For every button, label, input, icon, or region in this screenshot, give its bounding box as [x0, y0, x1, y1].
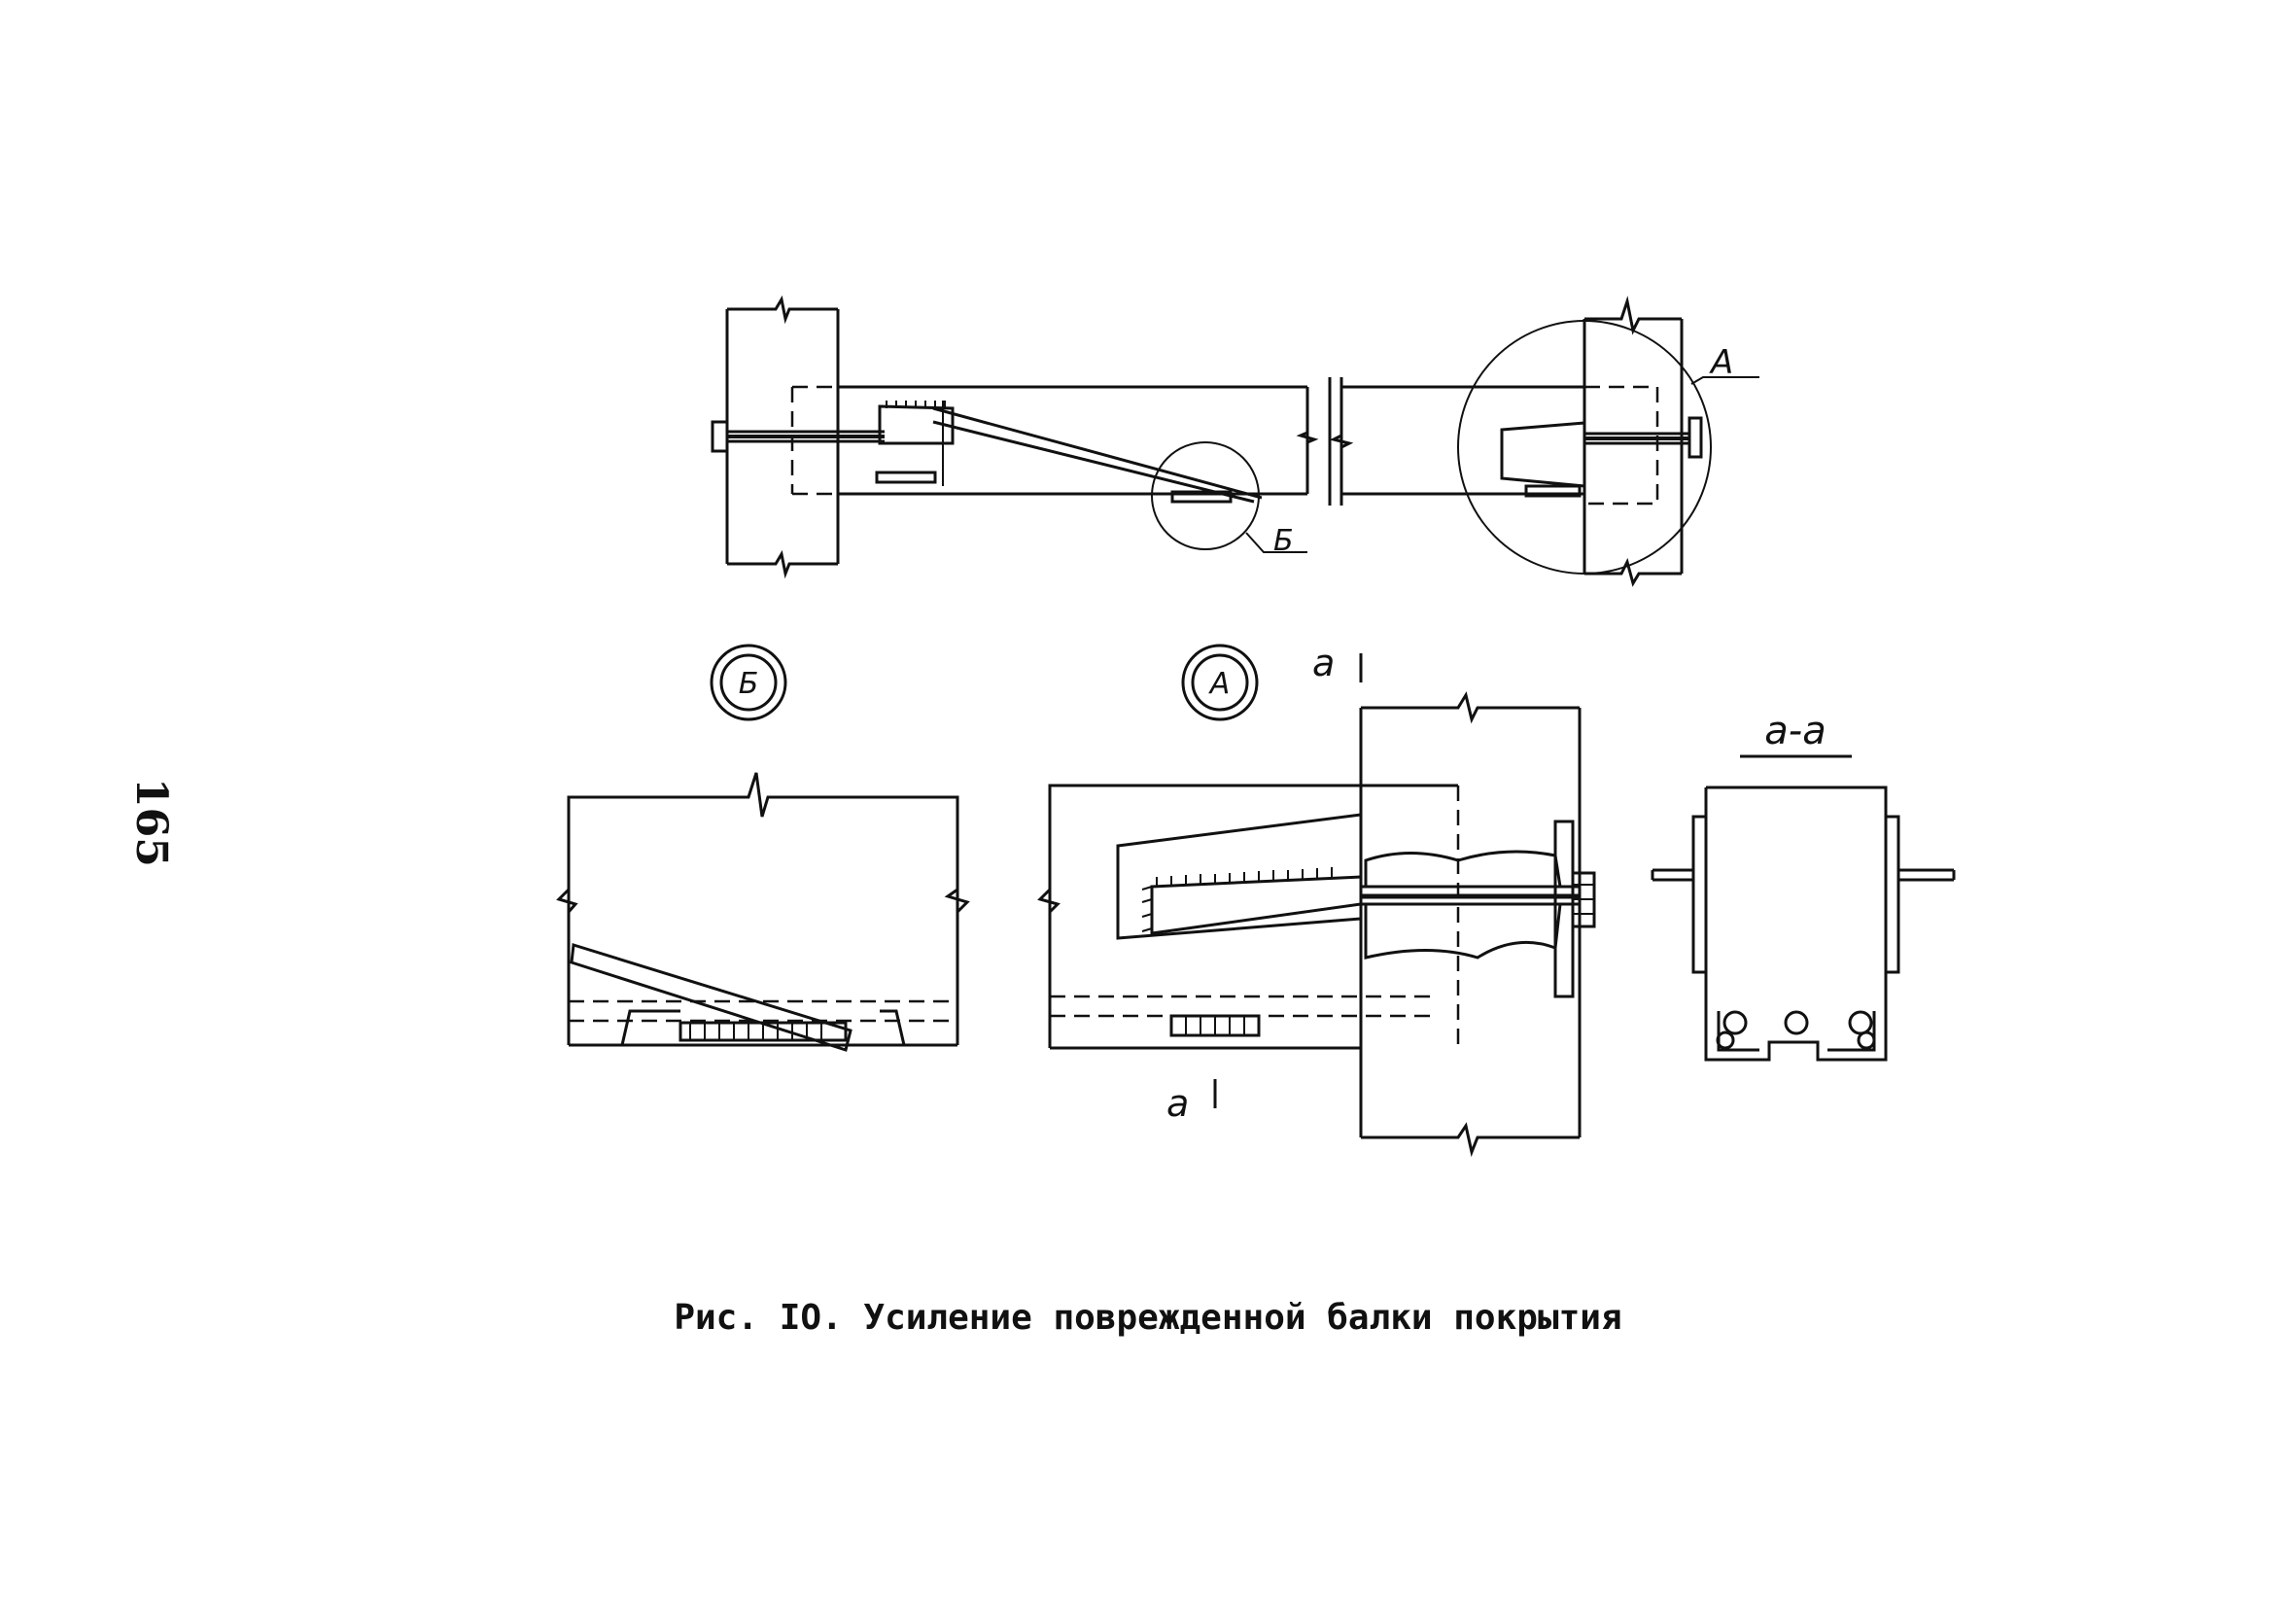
- detail-marker-a: А: [1181, 644, 1259, 721]
- section-title: а-а: [1764, 709, 1826, 753]
- anchor-hatching: [1141, 867, 1333, 932]
- detail-a-label: А: [1208, 667, 1231, 701]
- beam-right-part: [1341, 385, 1659, 506]
- tie-rod-left: [711, 420, 885, 453]
- callout-a-label: А: [1709, 343, 1733, 382]
- callout-circle-a: А: [1457, 320, 1759, 575]
- callout-circle-b: Б: [1151, 441, 1307, 558]
- figure-caption: Рис. IO. Усиление поврежденной балки пок…: [674, 1298, 1622, 1338]
- detail-b-view: [556, 772, 970, 1052]
- anchor-block-left: [875, 401, 955, 484]
- detail-b-label: Б: [739, 667, 759, 701]
- detail-a-view: а а: [1037, 642, 1596, 1158]
- section-mark-top: а: [1312, 642, 1335, 684]
- section-a-a-view: а-а: [1651, 709, 1956, 1062]
- detail-marker-b: Б: [710, 644, 787, 721]
- beam-break-mark: [1328, 377, 1354, 506]
- inclined-strut: [932, 406, 1263, 504]
- anchor-block-right: [1500, 416, 1703, 498]
- callout-b-label: Б: [1273, 524, 1294, 558]
- section-mark-bottom: а: [1166, 1082, 1189, 1125]
- elevation-view: Б: [711, 295, 1759, 587]
